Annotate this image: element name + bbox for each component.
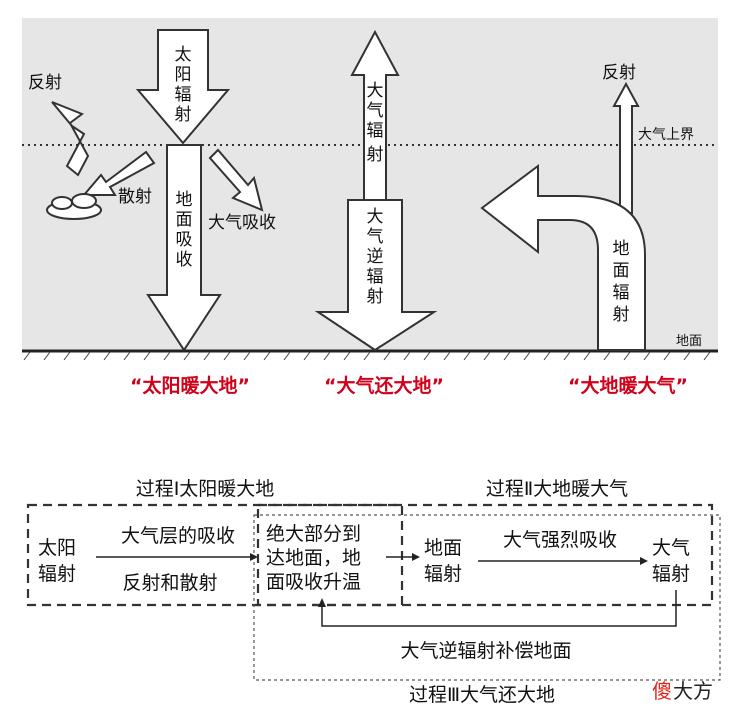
counter-radiation-char-5: 射 bbox=[367, 287, 384, 307]
process3-title: 过程Ⅲ大气还大地 bbox=[409, 684, 555, 706]
counter-radiation-char-4: 辐 bbox=[367, 267, 384, 287]
atmos-absorb-label: 大气吸收 bbox=[208, 213, 276, 233]
atmos-radiation-char-1: 大 bbox=[367, 81, 384, 101]
flow-arrow-3-head bbox=[640, 557, 648, 565]
watermark-part1: 傻 bbox=[652, 679, 672, 703]
ground-absorb-char-2: 面 bbox=[176, 210, 193, 230]
ground-radiation-curved-arrow bbox=[480, 164, 646, 351]
reflection-left-arrow bbox=[51, 101, 90, 177]
ground-absorb-arrow bbox=[146, 144, 222, 352]
ground-radiation-char-2: 面 bbox=[613, 261, 630, 281]
return-path-line bbox=[321, 590, 677, 627]
flow-arrow-2-head bbox=[412, 553, 420, 561]
strong-absorb-label: 大气强烈吸收 bbox=[503, 529, 617, 551]
process2-box bbox=[256, 503, 714, 607]
solar-radiation-arrow bbox=[135, 29, 231, 145]
caption-atmosphere-returns: “大气还大地” bbox=[324, 374, 444, 397]
atmos-radiation-char-2: 气 bbox=[367, 101, 384, 121]
process3-box bbox=[253, 514, 721, 681]
ground-hatching bbox=[23, 351, 711, 361]
solar-radiation-char-1: 太 bbox=[175, 45, 192, 65]
flow-arrow-1-head bbox=[250, 553, 258, 561]
atm-rad-line2: 辐射 bbox=[652, 563, 690, 585]
return-path-arrowhead bbox=[318, 598, 326, 607]
atm-rad-line1: 大气 bbox=[652, 537, 690, 559]
atmos-absorb-arrow bbox=[208, 148, 264, 212]
process1-box bbox=[26, 503, 404, 607]
mostly-reach-line2: 达地面，地 bbox=[266, 547, 361, 569]
ground-absorb-char-1: 地 bbox=[176, 190, 193, 210]
counter-radiation-char-3: 逆 bbox=[367, 247, 384, 267]
process2-title: 过程Ⅱ大地暖大气 bbox=[486, 478, 628, 500]
reflection-right-label: 反射 bbox=[602, 63, 636, 83]
ground-radiation-char-1: 地 bbox=[613, 239, 630, 259]
solar-radiation-char-3: 辐 bbox=[175, 85, 192, 105]
scattering-label: 散射 bbox=[118, 187, 152, 207]
counter-radiation-arrow bbox=[314, 199, 438, 352]
caption-sun-warms-earth: “太阳暖大地” bbox=[130, 374, 250, 397]
ground-label: 地面 bbox=[676, 334, 702, 349]
ground-absorb-char-3: 吸 bbox=[176, 230, 193, 250]
solar-radiation-char-2: 阳 bbox=[175, 65, 192, 85]
mostly-reach-line1: 绝大部分到 bbox=[266, 523, 361, 545]
ground-radiation-char-4: 射 bbox=[613, 305, 630, 325]
upper-boundary-label: 大气上界 bbox=[638, 127, 694, 143]
atm-layer-absorb-label: 大气层的吸收 bbox=[121, 525, 235, 547]
solar-radiation-char-4: 射 bbox=[175, 105, 192, 125]
scattering-arrow bbox=[81, 150, 156, 196]
solar-line1: 太阳 bbox=[38, 537, 76, 559]
caption-earth-warms-atmosphere: “大地暖大气” bbox=[568, 374, 688, 397]
counter-comp-label: 大气逆辐射补偿地面 bbox=[400, 640, 571, 662]
counter-radiation-char-2: 气 bbox=[367, 227, 384, 247]
ground-rad-line2: 辐射 bbox=[424, 563, 462, 585]
reflect-scatter-label: 反射和散射 bbox=[122, 572, 217, 594]
ground-absorb-char-4: 收 bbox=[176, 250, 193, 270]
atmos-radiation-char-4: 射 bbox=[367, 145, 384, 165]
mostly-reach-line3: 面吸收升温 bbox=[266, 571, 361, 593]
watermark-part2: 大方 bbox=[673, 679, 713, 703]
cloud-icon bbox=[46, 193, 102, 220]
process1-title: 过程Ⅰ太阳暖大地 bbox=[136, 478, 275, 500]
counter-radiation-char-1: 大 bbox=[367, 207, 384, 227]
atmos-radiation-char-3: 辐 bbox=[367, 121, 384, 141]
solar-line2: 辐射 bbox=[38, 563, 76, 585]
reflection-left-label: 反射 bbox=[28, 73, 62, 93]
ground-rad-line1: 地面 bbox=[424, 537, 462, 559]
ground-radiation-char-3: 辐 bbox=[613, 283, 630, 303]
